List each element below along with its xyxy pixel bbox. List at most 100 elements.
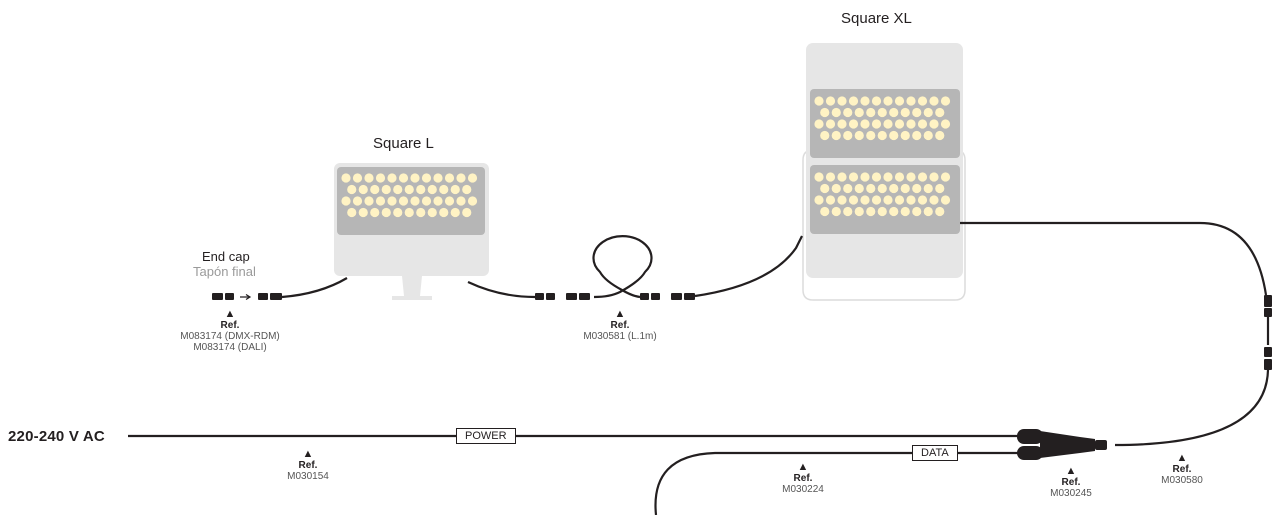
led-dot <box>467 173 478 183</box>
led-dot <box>848 195 859 205</box>
led-dot <box>854 183 864 194</box>
led-dot <box>450 207 460 218</box>
led-dot <box>866 107 876 118</box>
pointer-arrow-icon: ▲ <box>614 308 626 320</box>
pointer-arrow-icon: ▲ <box>1176 452 1188 464</box>
led-dot <box>940 195 951 205</box>
cables <box>128 221 1270 515</box>
splitter-ref: ▲ Ref. M030245 <box>1031 465 1111 500</box>
led-dot <box>871 195 882 205</box>
led-dot <box>831 130 841 141</box>
led-dot <box>912 107 922 118</box>
led-dot <box>923 206 933 217</box>
led-dot <box>814 96 824 106</box>
led-dot <box>421 196 432 206</box>
led-dot <box>889 183 899 194</box>
led-dot <box>375 196 386 206</box>
led-dot <box>450 184 460 195</box>
led-dot <box>866 183 876 194</box>
led-dot <box>843 206 853 217</box>
led-dot <box>883 119 893 129</box>
led-dot <box>825 96 836 106</box>
power-cable-ref: ▲ Ref. M030154 <box>268 449 348 483</box>
led-dot <box>906 172 916 182</box>
ref-label: Ref. <box>298 460 318 471</box>
led-dot <box>456 196 466 206</box>
led-dot <box>837 172 847 182</box>
led-dot <box>935 107 945 118</box>
led-array <box>341 173 478 218</box>
led-dot <box>860 172 870 182</box>
square-l-fixture <box>334 163 489 300</box>
led-dot <box>854 130 864 141</box>
end-cap-label-es: Tapón final <box>193 264 256 279</box>
led-dot <box>341 196 351 206</box>
ref-label: Ref. <box>220 320 240 331</box>
pointer-arrow-icon: ▲ <box>1065 465 1077 477</box>
splitter-connector <box>1017 429 1107 460</box>
led-dot <box>825 195 836 205</box>
ref-code: M030581 (L.1m) <box>583 331 657 342</box>
led-dot <box>358 184 368 195</box>
led-dot <box>854 107 864 118</box>
led-dot <box>462 184 472 195</box>
led-dot <box>917 119 928 129</box>
led-dot <box>347 207 357 218</box>
led-dot <box>387 173 397 183</box>
led-dot <box>843 130 853 141</box>
led-dot <box>883 96 893 106</box>
led-dot <box>427 207 437 218</box>
led-dot <box>393 184 403 195</box>
led-dot <box>912 130 922 141</box>
led-dot <box>398 173 409 183</box>
led-dot <box>416 184 426 195</box>
led-dot <box>831 183 841 194</box>
fixture-stand <box>392 276 432 300</box>
led-dot <box>894 172 905 182</box>
square-xl-title: Square XL <box>841 10 912 27</box>
led-dot <box>404 184 414 195</box>
led-dot <box>906 119 916 129</box>
led-dot <box>900 206 910 217</box>
led-dot <box>848 96 859 106</box>
led-dot <box>923 107 933 118</box>
led-dot <box>433 173 443 183</box>
led-dot <box>352 173 363 183</box>
led-dot <box>894 195 905 205</box>
jumper-cable-ref: ▲ Ref. M030581 (L.1m) <box>555 308 685 343</box>
arrow-icon <box>240 293 252 301</box>
led-dot <box>467 196 478 206</box>
led-dot <box>900 183 910 194</box>
led-dot <box>393 207 403 218</box>
power-tag: POWER <box>456 428 516 444</box>
led-dot <box>404 207 414 218</box>
led-dot <box>825 172 836 182</box>
led-dot <box>433 196 443 206</box>
led-dot <box>906 195 916 205</box>
led-dot <box>381 207 391 218</box>
led-dot <box>352 196 363 206</box>
led-dot <box>837 96 847 106</box>
led-dot <box>889 206 899 217</box>
led-dot <box>444 173 455 183</box>
led-dot <box>421 173 432 183</box>
led-dot <box>370 207 380 218</box>
led-dot <box>837 195 847 205</box>
led-dot <box>860 195 870 205</box>
led-dot <box>814 172 824 182</box>
led-dot <box>889 107 899 118</box>
led-dot <box>940 119 951 129</box>
led-dot <box>831 107 841 118</box>
led-dot <box>820 107 830 118</box>
led-dot <box>831 206 841 217</box>
ref-label: Ref. <box>610 320 630 331</box>
led-dot <box>935 183 945 194</box>
led-dot <box>894 96 905 106</box>
led-dot <box>387 196 397 206</box>
led-dot <box>929 172 939 182</box>
led-dot <box>364 173 374 183</box>
led-dot <box>843 183 853 194</box>
led-dot <box>825 119 836 129</box>
led-dot <box>860 96 870 106</box>
